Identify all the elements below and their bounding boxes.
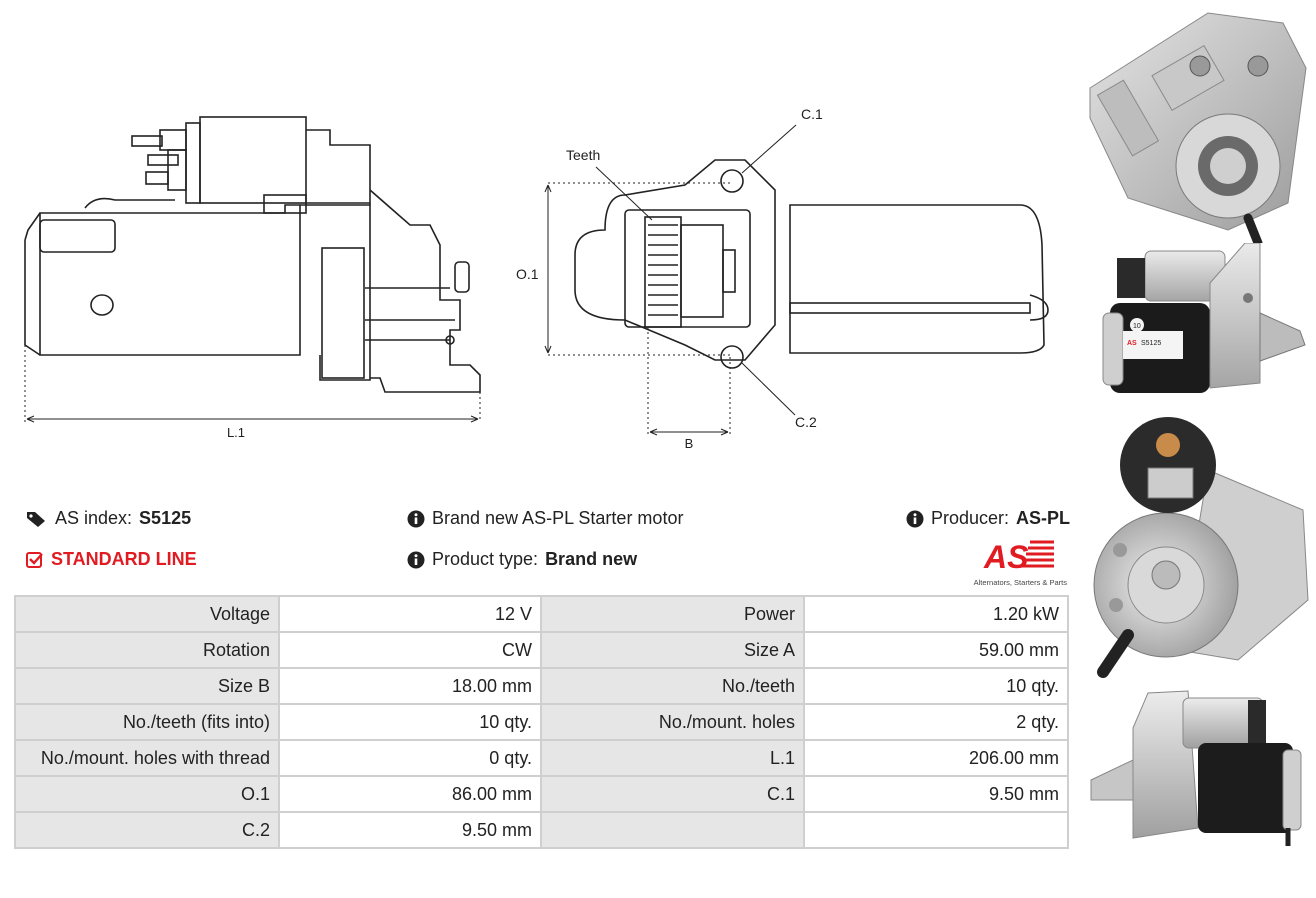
spec-label: C.2 <box>14 811 280 849</box>
as-logo-mark: AS <box>983 539 1054 575</box>
tags-icon <box>27 511 45 527</box>
table-row: No./mount. holes with thread 0 qty. L.1 … <box>14 739 1069 777</box>
spec-value: 18.00 mm <box>278 667 542 705</box>
spec-label: O.1 <box>14 775 280 813</box>
logo-text: AS <box>983 539 1029 572</box>
spec-value: 0 qty. <box>278 739 542 777</box>
label-sticker-code: S5125 <box>1141 340 1161 347</box>
product-photo-front-flange <box>1089 12 1307 243</box>
spec-label: No./teeth (fits into) <box>14 703 280 741</box>
specs-table: Voltage 12 V Power 1.20 kW Rotation CW S… <box>14 595 1069 849</box>
teeth-label: Teeth <box>566 147 600 163</box>
spec-label: L.1 <box>540 739 805 777</box>
spec-value: 10 qty. <box>803 667 1069 705</box>
spec-value: 12 V <box>278 595 542 633</box>
as-index-value: S5125 <box>139 508 192 528</box>
producer: Producer: AS-PL <box>906 508 1070 529</box>
product-photo-side-left <box>1090 690 1302 846</box>
standard-line-label: STANDARD LINE <box>51 549 197 569</box>
spec-value: CW <box>278 631 542 669</box>
product-type: Product type: Brand new <box>407 549 637 570</box>
producer-value: AS-PL <box>1016 508 1071 528</box>
spec-value: 2 qty. <box>803 703 1069 741</box>
logo-tagline: Alternators, Starters & Parts <box>973 578 1067 587</box>
info-icon <box>407 551 425 568</box>
check-square-icon <box>26 551 43 568</box>
spec-label <box>540 811 805 849</box>
product-type-label: Product type: <box>432 549 539 569</box>
producer-label: Producer: <box>931 508 1010 528</box>
dimension-l1-label: L.1 <box>227 425 245 440</box>
spec-label: Voltage <box>14 595 280 633</box>
spec-label: Power <box>540 595 805 633</box>
as-pl-logo: AS Alternators, Starters & Parts <box>966 538 1067 587</box>
dimension-b-label: B <box>685 436 694 451</box>
spec-label: No./mount. holes <box>540 703 805 741</box>
product-type-value: Brand new <box>545 549 638 569</box>
spec-label: Size B <box>14 667 280 705</box>
table-row: No./teeth (fits into) 10 qty. No./mount.… <box>14 703 1069 741</box>
label-sticker-brand: AS <box>1127 340 1137 347</box>
as-index: AS index: S5125 <box>26 508 191 529</box>
product-photo-side-right: AS S5125 10 <box>1102 243 1306 393</box>
spec-value: 86.00 mm <box>278 775 542 813</box>
side-view-drawing: L.1 <box>24 116 481 440</box>
spec-label: No./mount. holes with thread <box>14 739 280 777</box>
label-sticker-number: 10 <box>1133 323 1141 330</box>
table-row: O.1 86.00 mm C.1 9.50 mm <box>14 775 1069 813</box>
description: Brand new AS-PL Starter motor <box>407 508 683 529</box>
spec-value: 206.00 mm <box>803 739 1069 777</box>
spec-label: Size A <box>540 631 805 669</box>
dimension-c1-label: C.1 <box>801 106 823 122</box>
spec-value: 9.50 mm <box>803 775 1069 813</box>
spec-value <box>803 811 1069 849</box>
table-row: Voltage 12 V Power 1.20 kW <box>14 595 1069 633</box>
table-row: Size B 18.00 mm No./teeth 10 qty. <box>14 667 1069 705</box>
info-icon <box>407 510 425 527</box>
dimension-o1-label: O.1 <box>516 266 539 282</box>
product-photo-rear <box>1093 417 1309 678</box>
description-text: Brand new AS-PL Starter motor <box>432 508 684 528</box>
spec-value: 9.50 mm <box>278 811 542 849</box>
table-row: Rotation CW Size A 59.00 mm <box>14 631 1069 669</box>
as-index-label: AS index: <box>55 508 133 528</box>
spec-value: 10 qty. <box>278 703 542 741</box>
spec-value: 59.00 mm <box>803 631 1069 669</box>
flange-view-drawing: C.1 Teeth O.1 C.2 B <box>516 106 1049 451</box>
spec-label: No./teeth <box>540 667 805 705</box>
spec-value: 1.20 kW <box>803 595 1069 633</box>
spec-label: Rotation <box>14 631 280 669</box>
standard-line-badge: STANDARD LINE <box>26 549 197 570</box>
info-icon <box>906 510 924 527</box>
spec-label: C.1 <box>540 775 805 813</box>
table-row: C.2 9.50 mm <box>14 811 1069 849</box>
dimension-c2-label: C.2 <box>795 414 817 430</box>
